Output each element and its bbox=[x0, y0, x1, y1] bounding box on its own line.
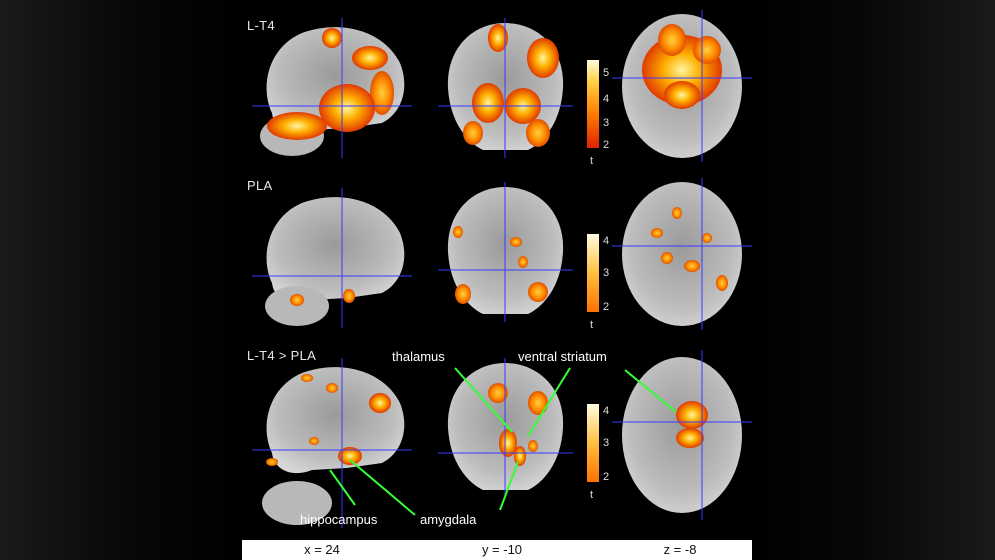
left-dark-margin bbox=[0, 0, 242, 560]
colorbar-contrast-tick: 2 bbox=[603, 471, 609, 483]
colorbar-pla-unit: t bbox=[590, 319, 593, 331]
label-hippocampus: hippocampus bbox=[300, 512, 378, 527]
label-ventral-striatum: ventral striatum bbox=[518, 349, 607, 364]
row-label-pla: PLA bbox=[247, 178, 273, 193]
axial-slice-pla bbox=[612, 178, 752, 330]
colorbar-lt4-tick: 4 bbox=[603, 93, 609, 105]
axial-slice-contrast bbox=[612, 350, 752, 520]
colorbar-lt4-tick: 2 bbox=[603, 139, 609, 151]
colorbar-pla-tick: 4 bbox=[603, 235, 609, 247]
coronal-slice-contrast bbox=[438, 358, 573, 498]
colorbar-lt4-unit: t bbox=[590, 155, 593, 167]
slice-coordinates-bar: x = 24 y = -10 z = -8 bbox=[242, 540, 752, 560]
colorbar-lt4-tick: 3 bbox=[603, 117, 609, 129]
colorbar-pla-tick: 2 bbox=[603, 301, 609, 313]
coord-x: x = 24 bbox=[304, 542, 340, 557]
sagittal-slice-lt4 bbox=[252, 18, 412, 158]
colorbar-contrast-unit: t bbox=[590, 489, 593, 501]
colorbar-contrast: 4 3 2 t bbox=[587, 404, 609, 501]
coord-z: z = -8 bbox=[663, 542, 697, 557]
colorbar-lt4-tick: 5 bbox=[603, 67, 609, 79]
colorbar-pla: 4 3 2 t bbox=[587, 234, 609, 331]
row-label-lt4: L-T4 bbox=[247, 18, 275, 33]
colorbar-pla-tick: 3 bbox=[603, 267, 609, 279]
colorbar-lt4: 5 4 3 2 t bbox=[587, 60, 609, 167]
coord-y: y = -10 bbox=[481, 542, 523, 557]
row-label-contrast: L-T4 > PLA bbox=[247, 348, 317, 363]
sagittal-slice-contrast bbox=[252, 358, 412, 528]
label-thalamus: thalamus bbox=[392, 349, 445, 364]
sagittal-slice-pla bbox=[252, 188, 412, 328]
colorbar-contrast-tick: 3 bbox=[603, 437, 609, 449]
coronal-slice-lt4 bbox=[438, 18, 573, 158]
right-dark-margin bbox=[752, 0, 995, 560]
colorbar-contrast-tick: 4 bbox=[603, 405, 609, 417]
coronal-slice-pla bbox=[438, 182, 573, 322]
label-amygdala: amygdala bbox=[420, 512, 477, 527]
axial-slice-lt4 bbox=[612, 10, 752, 162]
